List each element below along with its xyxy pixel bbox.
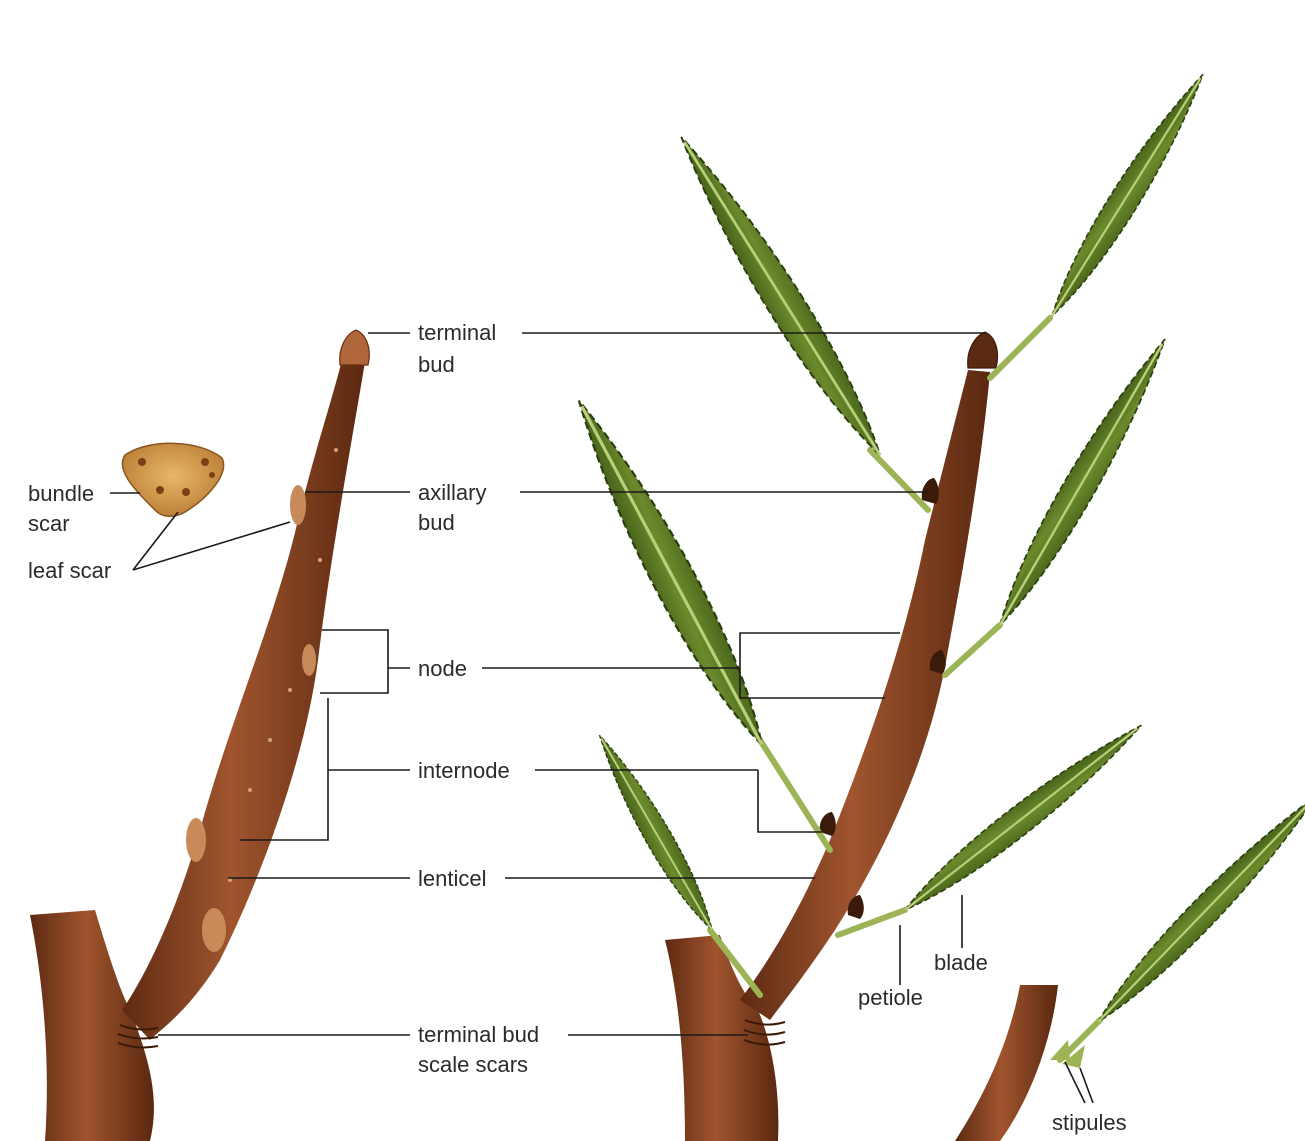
left-lower-bud-1 <box>186 818 206 862</box>
leaf-top-right <box>1040 67 1215 324</box>
left-trunk <box>30 910 154 1141</box>
left-lower-bud-2 <box>202 908 226 952</box>
leaf-scar-detail <box>122 443 223 516</box>
label-terminal-bud-line2: bud <box>418 352 455 377</box>
leaf-lower-right <box>896 714 1150 921</box>
label-axillary-bud-line1: axillary <box>418 480 486 505</box>
leaf-top-left <box>666 128 895 465</box>
leaf-mid-left <box>561 391 781 755</box>
right-trunk <box>665 935 778 1141</box>
label-blade: blade <box>934 950 988 975</box>
leaf-mid-right <box>986 331 1178 632</box>
leaf-scar-shape <box>122 443 223 516</box>
label-terminal-bud-line1: terminal <box>418 320 496 345</box>
label-internode: internode <box>418 758 510 783</box>
leaf-stipule-twig <box>1088 786 1305 1032</box>
label-bundle-scar-line2: scar <box>28 511 70 536</box>
label-scale-scars-line2: scale scars <box>418 1052 528 1077</box>
right-terminal-bud <box>968 332 998 368</box>
label-scale-scars-line1: terminal bud <box>418 1022 539 1047</box>
left-axillary-bud <box>290 485 306 525</box>
label-lenticel: lenticel <box>418 866 486 891</box>
label-leaf-scar: leaf scar <box>28 558 111 583</box>
leafy-twig <box>561 67 1215 1141</box>
left-terminal-bud <box>340 330 370 365</box>
stipule-twig-stem <box>955 985 1058 1141</box>
leaf-lower-left <box>588 729 723 937</box>
left-node-bud <box>302 644 316 676</box>
label-axillary-bud-line2: bud <box>418 510 455 535</box>
right-axillary-bud-1 <box>922 478 939 504</box>
label-bundle-scar-line1: bundle <box>28 481 94 506</box>
label-petiole: petiole <box>858 985 923 1010</box>
label-node: node <box>418 656 467 681</box>
label-stipules: stipules <box>1052 1110 1127 1135</box>
